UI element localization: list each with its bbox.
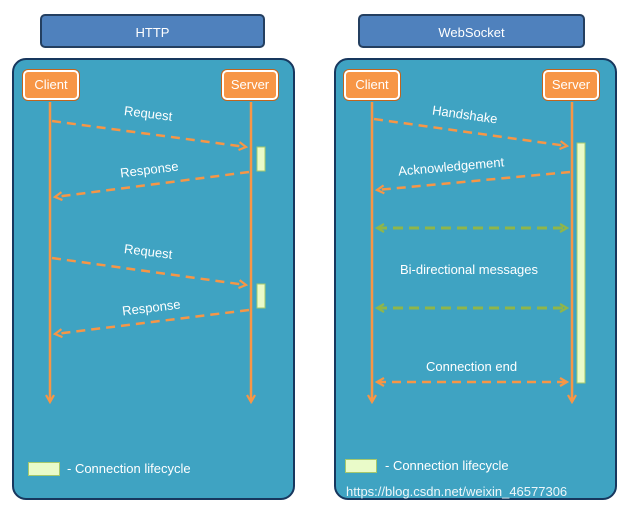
http-server-label: Server [230,77,270,92]
websocket-panel [334,58,617,500]
websocket-title-box: WebSocket [358,14,585,48]
ws-bidirectional-label: Bi-directional messages [400,262,539,277]
http-legend-swatch [28,462,60,476]
http-title-box: HTTP [40,14,265,48]
http-client-label: Client [34,77,68,92]
ws-legend-text: - Connection lifecycle [385,458,509,473]
ws-client-node: Client [344,70,400,100]
http-server-node: Server [222,70,278,100]
http-legend-text: - Connection lifecycle [67,461,191,476]
ws-server-node: Server [543,70,599,100]
ws-server-label: Server [551,77,591,92]
ws-legend-swatch [345,459,377,473]
websocket-title: WebSocket [438,25,505,40]
http-panel [12,58,295,500]
ws-client-label: Client [355,77,389,92]
http-client-node: Client [23,70,79,100]
http-title: HTTP [135,25,170,40]
watermark-text: https://blog.csdn.net/weixin_46577306 [346,484,568,499]
ws-connection-end-label: Connection end [426,359,518,374]
